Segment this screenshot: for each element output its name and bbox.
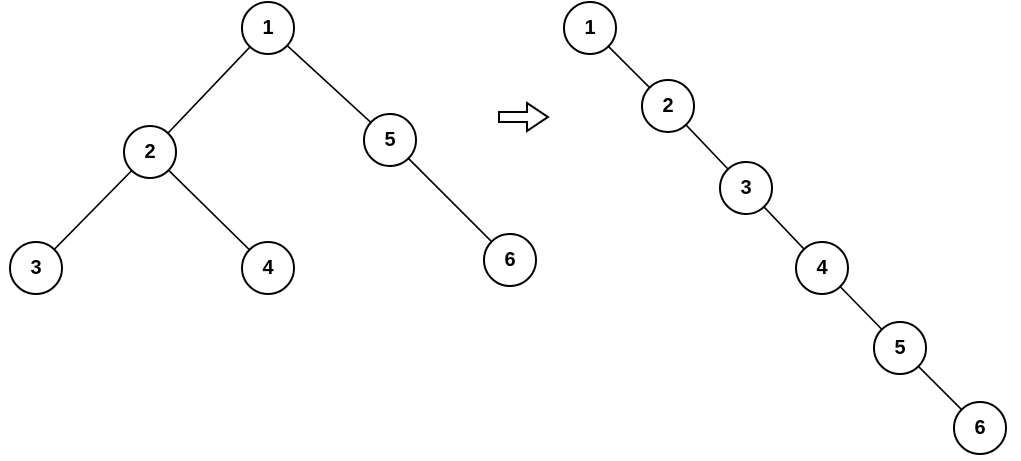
list-node-label: 6 xyxy=(974,417,985,439)
tree-edge xyxy=(35,151,151,269)
tree-edge xyxy=(149,27,269,153)
list-node-circle xyxy=(873,321,927,375)
list-node-label: 4 xyxy=(816,257,828,279)
tree-node-circle xyxy=(9,241,63,295)
list-node-circle xyxy=(953,401,1007,455)
tree-node-circle xyxy=(241,241,295,295)
list-node-label: 5 xyxy=(894,337,905,359)
list-node-label: 2 xyxy=(662,95,673,117)
tree-node-circle xyxy=(483,233,537,287)
list-node-circle xyxy=(719,161,773,215)
list-node-label: 1 xyxy=(584,17,595,39)
tree-edge xyxy=(149,151,269,269)
tree-node-circle xyxy=(123,125,177,179)
tree-node-circle xyxy=(363,113,417,167)
transform-right-arrow-icon xyxy=(498,101,550,133)
list-node-label: 3 xyxy=(740,177,751,199)
tree-node-label: 5 xyxy=(384,129,395,151)
list-node-circle xyxy=(563,1,617,55)
list-node-circle xyxy=(795,241,849,295)
tree-node-label: 1 xyxy=(262,17,273,39)
tree-node-circle xyxy=(241,1,295,55)
tree-node-label: 2 xyxy=(144,141,155,163)
tree-edge xyxy=(267,27,391,141)
tree-node-label: 3 xyxy=(30,257,41,279)
tree-node-label: 6 xyxy=(504,249,515,271)
tree-node-label: 4 xyxy=(262,257,274,279)
list-node-circle xyxy=(641,79,695,133)
tree-edge xyxy=(389,139,511,261)
